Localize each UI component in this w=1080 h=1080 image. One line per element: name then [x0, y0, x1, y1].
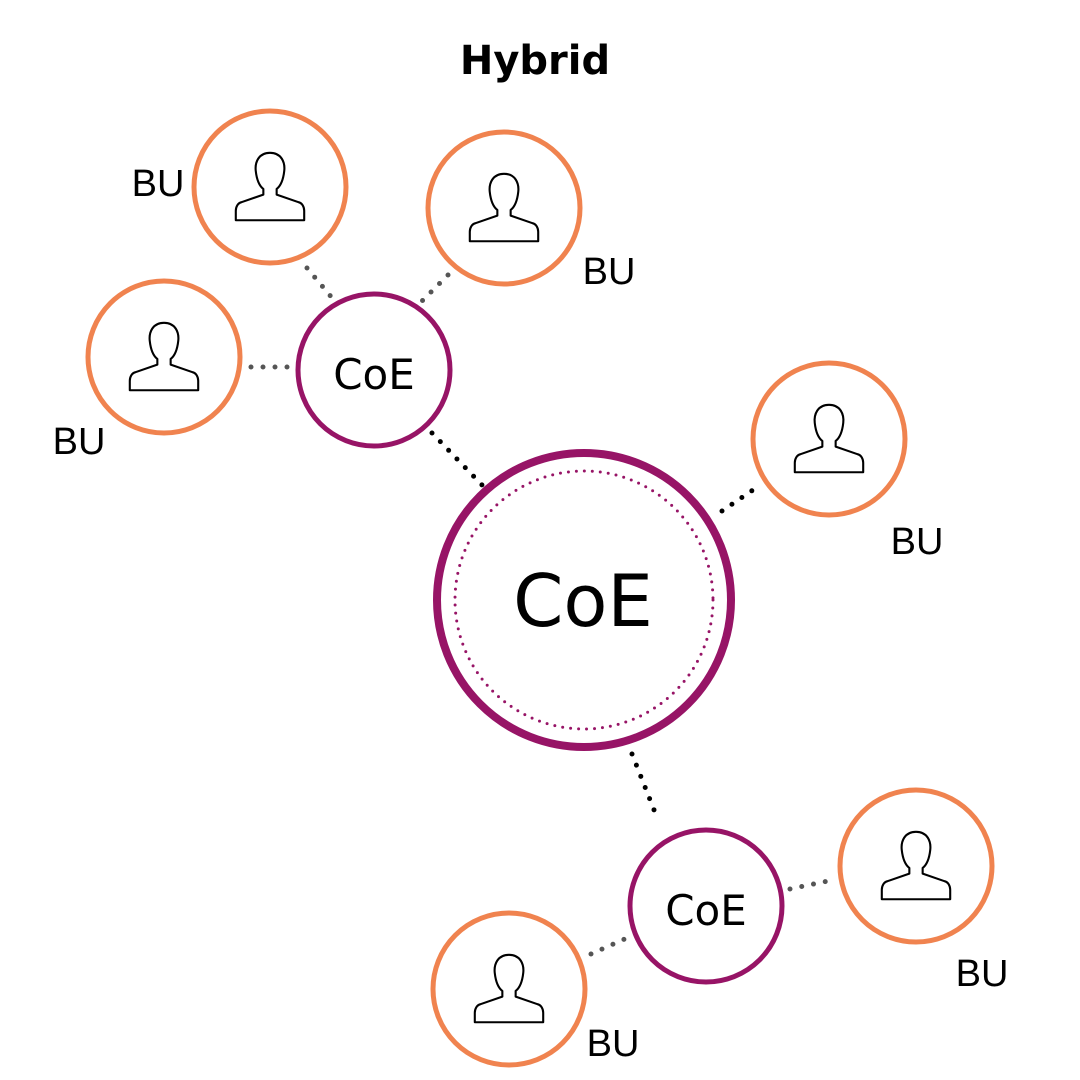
bu-node-bottom-right: BU — [837, 787, 1009, 995]
bu-label: BU — [583, 251, 636, 293]
bu-label: BU — [891, 521, 944, 563]
connectors — [248, 265, 831, 957]
coe-hub-top: CoE — [295, 291, 453, 449]
bu-node-bottom-left: BU — [430, 910, 640, 1068]
center-coe-hub: CoE — [433, 449, 735, 751]
coe-hub-bottom-label: CoE — [665, 886, 747, 935]
coe-hub-top-label: CoE — [333, 350, 415, 399]
connector-coe-top-to-bu-1 — [304, 265, 336, 302]
bu-label: BU — [132, 163, 185, 205]
connector-coe-bottom-to-bu-1 — [588, 935, 630, 957]
bu-label: BU — [587, 1023, 640, 1065]
connector-center-to-coe-bottom — [629, 751, 661, 823]
center-coe-label: CoE — [513, 559, 653, 643]
coe-hub-bottom: CoE — [627, 827, 785, 985]
bu-node-top-left: BU — [132, 108, 349, 266]
diagram-title: Hybrid — [460, 38, 610, 84]
connector-coe-top-to-bu-2 — [419, 272, 451, 304]
bu-label: BU — [53, 421, 106, 463]
connector-center-to-bu-right — [719, 487, 756, 514]
bu-node-right: BU — [750, 360, 944, 563]
connector-center-to-coe-top — [429, 430, 485, 488]
bu-node-top-right: BU — [425, 129, 636, 293]
bu-label: BU — [956, 953, 1009, 995]
connector-coe-bottom-to-bu-2 — [787, 878, 831, 892]
bu-node-left: BU — [53, 278, 243, 463]
